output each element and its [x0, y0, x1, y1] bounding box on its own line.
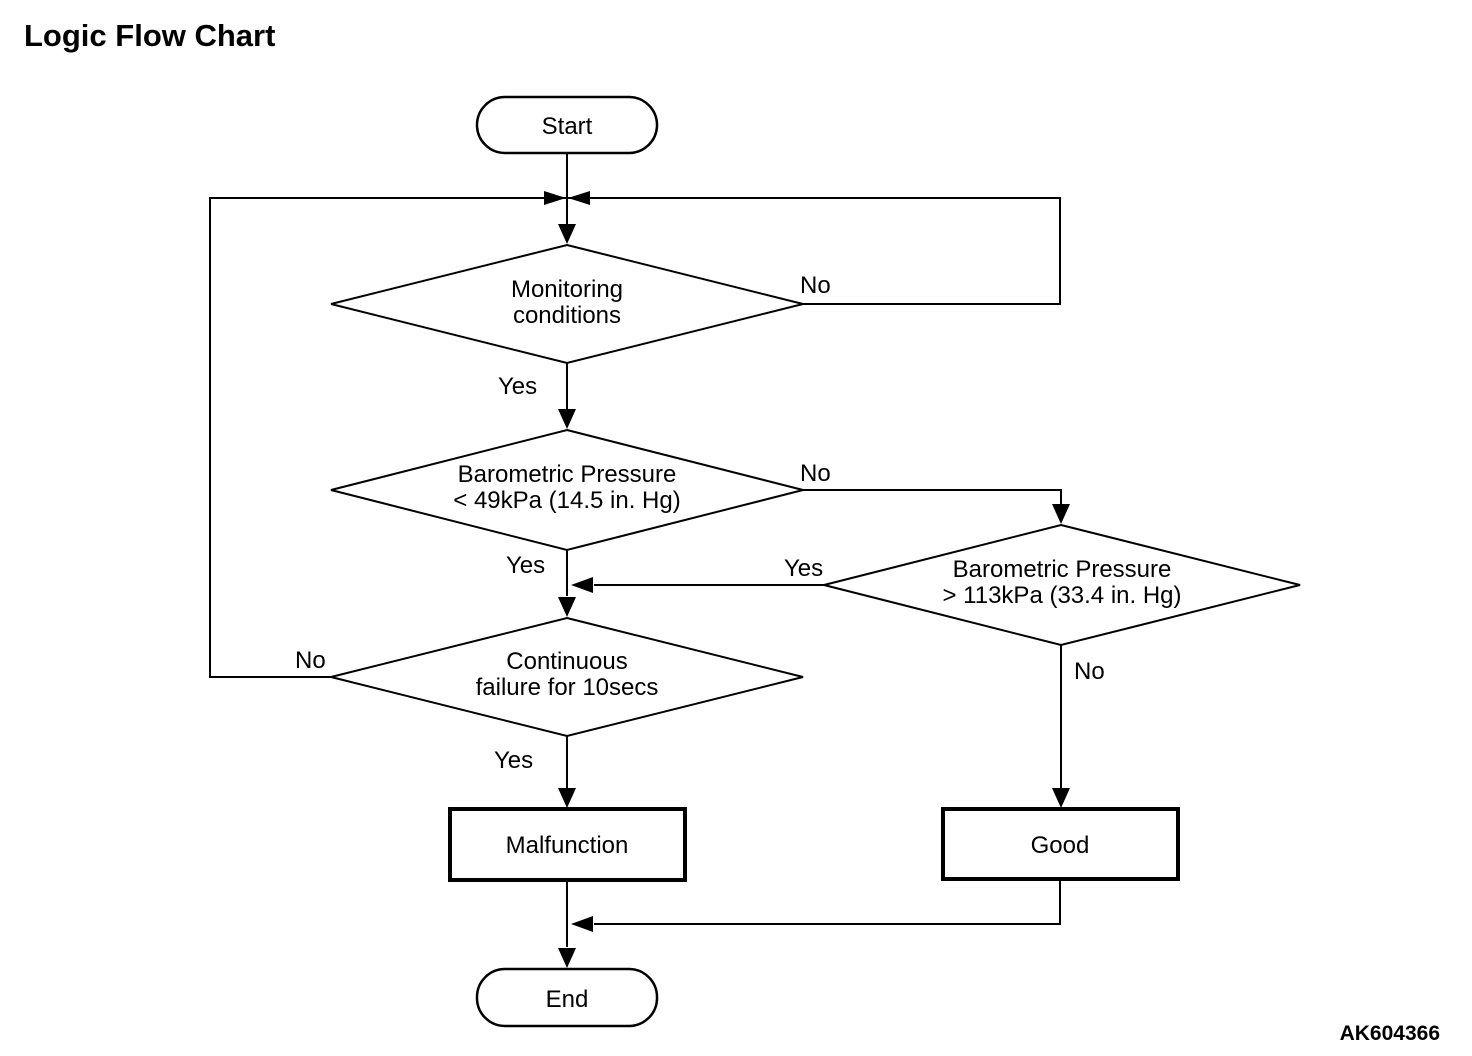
end-label: End [546, 986, 589, 1013]
label-baro-high-no: No [1074, 658, 1105, 685]
baro-high-label-line1: Barometric Pressure [953, 556, 1172, 583]
decision-monitoring-conditions [330, 243, 804, 365]
edge-loop-return [209, 197, 1061, 678]
edge-baro-low-no [803, 489, 1062, 505]
monitoring-label-line1: Monitoring [511, 276, 623, 303]
arrowhead-baro-high-yes [571, 577, 593, 593]
malfunction-label: Malfunction [506, 832, 629, 859]
decision-baro-pressure-low [330, 428, 804, 552]
continuous-label-line2: failure for 10secs [476, 674, 659, 701]
arrowhead-into-good [1052, 788, 1070, 808]
label-monitoring-no: No [800, 272, 831, 299]
figure-code: AK604366 [1340, 1022, 1440, 1045]
baro-high-label-line2: > 113kPa (33.4 in. Hg) [942, 582, 1181, 609]
label-baro-low-no: No [800, 460, 831, 487]
baro-low-label-line2: < 49kPa (14.5 in. Hg) [453, 487, 680, 514]
arrowhead-loop-left-into-junction [544, 191, 566, 205]
start-label: Start [542, 113, 593, 140]
arrowhead-into-continuous [558, 597, 576, 617]
arrowhead-into-monitoring [558, 224, 576, 244]
good-label: Good [1031, 832, 1090, 859]
start-node [475, 95, 659, 155]
label-continuous-yes: Yes [494, 747, 533, 774]
label-continuous-no: No [295, 647, 326, 674]
label-baro-low-yes: Yes [506, 552, 545, 579]
edge-good-to-end [594, 879, 1061, 925]
label-baro-high-yes: Yes [784, 555, 823, 582]
end-node [475, 967, 659, 1028]
arrowhead-into-baro-low [558, 409, 576, 429]
arrowhead-into-end [558, 948, 576, 968]
good-node [941, 807, 1180, 881]
arrowhead-into-malfunction [558, 788, 576, 808]
baro-low-label-line1: Barometric Pressure [458, 461, 677, 488]
continuous-label-line1: Continuous [506, 648, 627, 675]
label-monitoring-yes: Yes [498, 373, 537, 400]
arrowhead-good-into-junction [571, 916, 593, 932]
monitoring-label-line2: conditions [513, 302, 621, 329]
arrowhead-loop-right-into-junction [568, 191, 590, 205]
malfunction-node [448, 807, 687, 882]
decision-baro-pressure-high [823, 523, 1301, 647]
arrowhead-into-baro-high [1052, 504, 1070, 524]
decision-continuous-failure [330, 616, 804, 738]
page-title: Logic Flow Chart [24, 18, 275, 53]
